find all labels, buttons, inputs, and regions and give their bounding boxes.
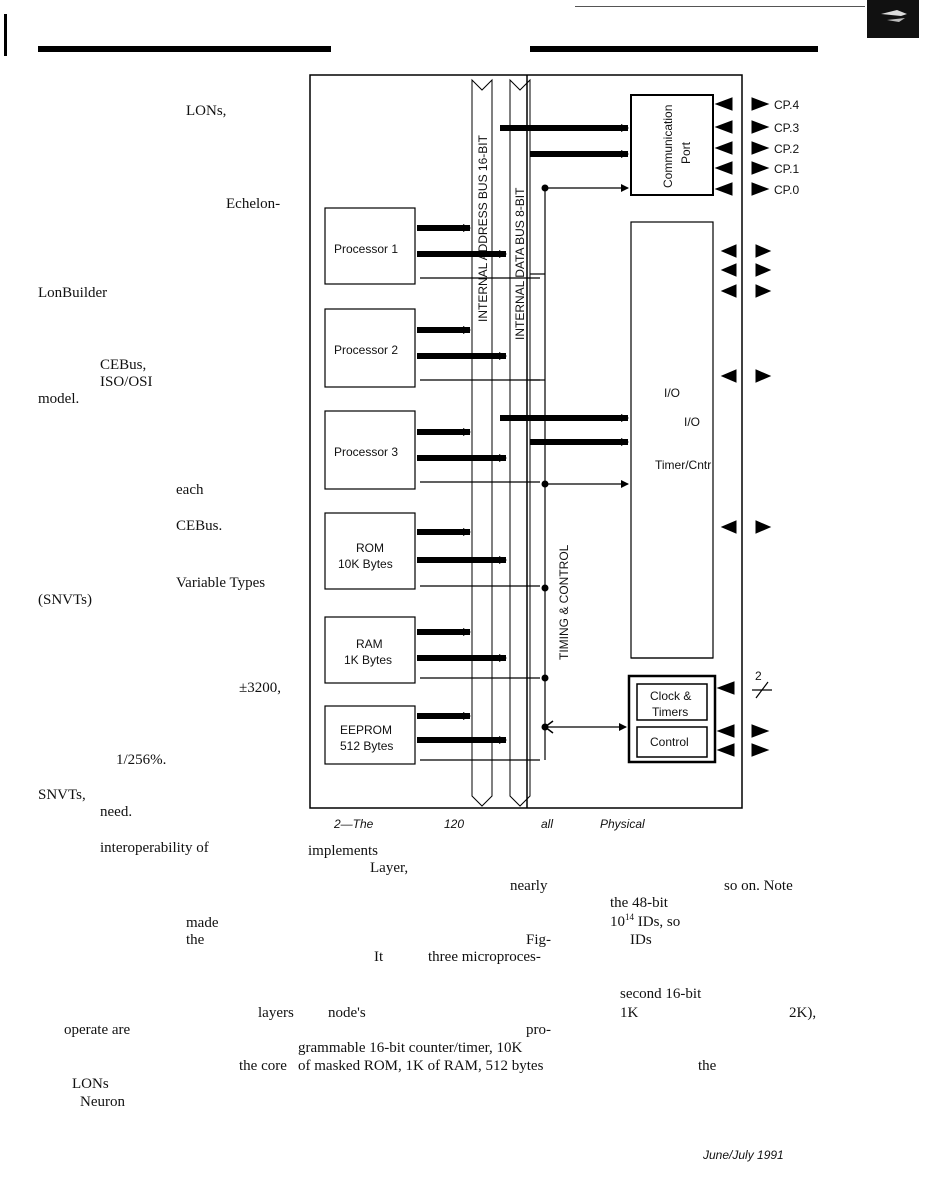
- left-text-15: interoperability of: [100, 840, 209, 856]
- cp0-label: CP.0: [774, 183, 799, 197]
- communication-port-block: Communication Port: [630, 94, 714, 196]
- processor-2-block: Processor 2: [324, 308, 416, 388]
- left-margin-bar: [4, 14, 7, 56]
- cp4-label: CP.4: [774, 98, 799, 112]
- processor-3-block: Processor 3: [324, 410, 416, 490]
- timing-control-label: TIMING & CONTROL: [557, 544, 571, 660]
- io-block: I/O I/O Timer/Cntr: [630, 221, 714, 659]
- svg-text:Communication: Communication: [661, 105, 675, 188]
- left-text-11: ±3200,: [239, 680, 281, 696]
- mid-text-5: It: [374, 949, 384, 965]
- svg-text:512 Bytes: 512 Bytes: [340, 739, 393, 753]
- right-text-3: 1014 IDs, so: [610, 912, 681, 930]
- left-text-21: LONs: [72, 1076, 109, 1092]
- svg-text:Processor 1: Processor 1: [334, 242, 398, 256]
- left-text-9: Variable Types: [176, 575, 266, 591]
- mid-text-3: nearly: [510, 878, 548, 894]
- mid-text-8: pro-: [526, 1022, 551, 1038]
- left-text-5: ISO/OSI: [100, 374, 153, 390]
- svg-text:I/O: I/O: [684, 415, 700, 429]
- clock-timers-block: Clock & Timers: [636, 683, 708, 721]
- right-text-6: 1K: [620, 1005, 639, 1021]
- left-text-12: 1/256%.: [116, 752, 167, 768]
- left-text-16: made: [186, 915, 219, 931]
- mid-text-6: three microproces-: [428, 949, 541, 965]
- svg-text:ROM: ROM: [356, 541, 384, 555]
- mid-text-7: node's: [328, 1005, 366, 1021]
- logo-mark-icon: [881, 10, 907, 22]
- address-bus-label: INTERNAL ADDRESS BUS 16-BIT: [476, 134, 490, 322]
- left-text-7: each: [176, 482, 204, 498]
- processor-1-block: Processor 1: [324, 207, 416, 285]
- cp1-label: CP.1: [774, 162, 799, 176]
- left-text-4: CEBus,: [100, 357, 147, 373]
- mid-text-2: Layer,: [370, 860, 409, 876]
- caption-fragment-2: 120: [444, 817, 465, 831]
- right-text-8: the: [698, 1058, 717, 1074]
- left-text-8: CEBus.: [176, 518, 223, 534]
- eeprom-block: EEPROM 512 Bytes: [324, 705, 416, 765]
- corner-logo: [867, 0, 919, 38]
- svg-text:I/O: I/O: [664, 386, 680, 400]
- right-text-4: IDs: [630, 932, 652, 948]
- left-text-13: SNVTs,: [38, 787, 86, 803]
- left-text-18: layers: [258, 1005, 294, 1021]
- rom-block: ROM 10K Bytes: [324, 512, 416, 590]
- svg-text:1K Bytes: 1K Bytes: [344, 653, 392, 667]
- right-text-2: the 48-bit: [610, 895, 668, 911]
- header-thin-rule: [575, 6, 865, 7]
- cp2-label: CP.2: [774, 142, 799, 156]
- svg-text:Control: Control: [650, 735, 689, 749]
- footer-date: June/July 1991: [703, 1148, 784, 1162]
- left-text-10: (SNVTs): [38, 592, 92, 608]
- left-text-17: the: [186, 932, 205, 948]
- svg-text:Processor 2: Processor 2: [334, 343, 398, 357]
- caption-fragment-1: 2—The: [334, 817, 374, 831]
- svg-text:RAM: RAM: [356, 637, 383, 651]
- left-text-14: need.: [100, 804, 133, 820]
- left-text-20: the core: [239, 1058, 287, 1074]
- control-block: Control: [636, 726, 708, 758]
- header-rule-right: [530, 46, 818, 52]
- caption-fragment-4: Physical: [600, 817, 645, 831]
- left-text-2: Echelon-: [226, 196, 281, 212]
- left-text-3: LonBuilder: [38, 285, 108, 301]
- svg-text:Timers: Timers: [652, 705, 688, 719]
- right-text-7: 2K),: [789, 1005, 817, 1021]
- svg-text:Clock &: Clock &: [650, 689, 691, 703]
- left-text-19: operate are: [64, 1022, 131, 1038]
- mid-text-10: of masked ROM, 1K of RAM, 512 bytes: [298, 1058, 544, 1074]
- left-text-6: model.: [38, 391, 80, 407]
- mid-text-9: grammable 16-bit counter/timer, 10K: [298, 1040, 523, 1056]
- io-pin-arrows: [720, 244, 772, 534]
- svg-text:10K Bytes: 10K Bytes: [338, 557, 393, 571]
- svg-text:Processor 3: Processor 3: [334, 445, 398, 459]
- cp-pin-arrows: [714, 97, 770, 196]
- svg-text:Port: Port: [679, 141, 693, 164]
- cp3-label: CP.3: [774, 121, 799, 135]
- left-text-1: LONs,: [186, 103, 227, 119]
- clock-control-pin-arrows: [716, 681, 772, 757]
- right-text-1: so on. Note: [724, 878, 793, 894]
- mid-text-4: Fig-: [526, 932, 552, 948]
- header-rule-left: [38, 46, 331, 52]
- svg-text:EEPROM: EEPROM: [340, 723, 392, 737]
- right-text-5: second 16-bit: [620, 986, 702, 1002]
- mid-text-1: implements: [308, 843, 378, 859]
- clock-bus-width: 2: [755, 669, 762, 683]
- caption-fragment-3: all: [541, 817, 554, 831]
- svg-text:Timer/Cntr: Timer/Cntr: [655, 458, 711, 472]
- ram-block: RAM 1K Bytes: [324, 616, 416, 684]
- data-bus-label: INTERNAL DATA BUS 8-BIT: [513, 187, 527, 340]
- left-text-22: Neuron: [80, 1094, 125, 1110]
